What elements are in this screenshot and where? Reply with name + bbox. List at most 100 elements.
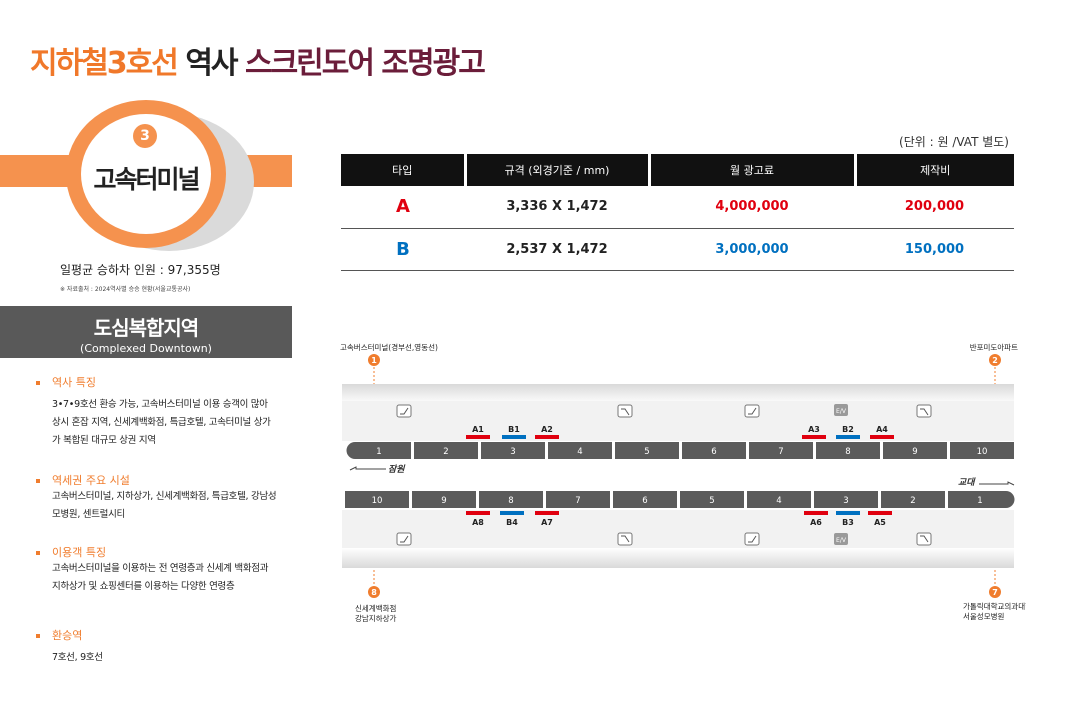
elevator-icon: E/V [834,404,848,416]
door-1 [948,491,1015,508]
title-station-word: 역사 [176,46,245,81]
exit-2-label: 반포미도아파트 [970,342,1018,352]
door-7 [546,491,610,508]
svg-text:1: 1 [371,356,377,365]
svg-text:7: 7 [992,588,998,597]
svg-text:B4: B4 [506,518,518,527]
svg-text:7: 7 [778,447,783,457]
lower-platform [342,510,1014,548]
price-table: 타입 규격 (외경기준 / mm) 월 광고료 제작비 A 3,336 X 1,… [341,154,1014,271]
svg-text:A7: A7 [541,518,553,527]
ad-B4: B4 [500,511,524,527]
daily-riders: 일평균 승하차 인원 : 97,355명 [60,263,221,277]
svg-text:4: 4 [776,496,781,506]
exit-1-marker: 1 [368,354,380,384]
svg-text:6: 6 [711,447,716,457]
exit-1-label: 고속버스터미널(경부선,영동선) [340,342,438,352]
svg-text:1: 1 [977,496,982,506]
svg-text:5: 5 [709,496,714,506]
ad-A3: A3 [802,425,826,439]
line-number-badge: 3 [133,124,157,148]
row-type: B [341,228,465,271]
title-product: 스크린도어 조명광고 [244,46,486,81]
door-9 [412,491,476,508]
svg-text:3: 3 [510,447,515,457]
header-type: 타입 [341,154,465,186]
upper-train: 1 2 3 4 5 6 7 8 9 10 [346,442,1014,459]
section-body-facilities: 고속버스터미널, 지하상가, 신세계백화점, 특급호텔, 강남성모병원, 센트럴… [52,491,277,520]
svg-text:9: 9 [441,496,446,506]
bullet-icon [36,381,40,385]
door-3 [814,491,878,508]
ad-B2: B2 [836,425,860,439]
door-9 [883,442,947,459]
bullet-icon [36,479,40,483]
exit-2-marker: 2 [989,354,1001,384]
svg-text:A2: A2 [541,425,553,434]
table-row: A 3,336 X 1,472 4,000,000 200,000 [341,186,1014,229]
row-size: 2,537 X 1,472 [465,228,649,271]
door-5 [680,491,744,508]
row-type: A [341,186,465,229]
row-monthly-fee: 4,000,000 [649,186,855,229]
svg-text:E/V: E/V [836,408,847,415]
price-table-header: 타입 규격 (외경기준 / mm) 월 광고료 제작비 [341,154,1014,186]
svg-text:2: 2 [443,447,448,457]
top-wall [342,384,1014,404]
bullet-icon [36,551,40,555]
direction-left: 잠원 [349,464,406,475]
svg-text:B1: B1 [508,425,520,434]
section-body-users: 고속버스터미널을 이용하는 전 연령층과 신세계 백화점과 지하상가 및 쇼핑센… [52,563,269,592]
lower-train: 10 9 8 7 6 5 4 3 2 1 [345,491,1015,508]
ad-A1: A1 [466,425,490,439]
bottom-wall [342,548,1014,568]
ad-B3: B3 [836,511,860,527]
door-5 [615,442,679,459]
header-monthly-fee: 월 광고료 [647,154,855,186]
exit-8-marker: 8 [368,570,380,598]
exit-7-label-line2: 서울성모병원 [963,612,1004,621]
section-heading-facilities: 역세권 주요 시설 [36,472,130,488]
zone-title-en: (Complexed Downtown) [80,342,212,355]
section-heading-station-features: 역사 특징 [36,374,96,390]
door-3 [481,442,545,459]
station-name: 고속터미널 [93,165,200,194]
ad-B1: B1 [502,425,526,439]
escalator-icon [617,404,633,418]
svg-text:A4: A4 [876,425,888,434]
door-1 [346,442,411,459]
svg-text:A3: A3 [808,425,820,434]
svg-text:7: 7 [575,496,580,506]
section-body-station-features: 3•7•9호선 환승 가능, 고속버스터미널 이용 승객이 많아 상시 혼잡 지… [52,399,271,446]
row-size: 3,336 X 1,472 [465,186,649,229]
ad-A4: A4 [870,425,894,439]
svg-text:10: 10 [372,496,383,506]
svg-text:A1: A1 [472,425,484,434]
platform-diagram: 고속버스터미널(경부선,영동선) 반포미도아파트 1 2 E/V A1 B1 A… [340,342,1026,623]
door-10 [345,491,409,508]
ad-A7: A7 [535,511,559,527]
svg-text:2: 2 [992,356,998,365]
svg-text:A6: A6 [810,518,822,527]
svg-text:6: 6 [642,496,647,506]
elevator-icon: E/V [834,533,848,545]
door-6 [613,491,677,508]
escalator-icon [916,532,932,546]
svg-text:교대: 교대 [958,477,976,488]
exit-7-marker: 7 [989,570,1001,598]
svg-text:8: 8 [371,588,377,597]
escalator-icon [396,404,412,418]
door-7 [749,442,813,459]
upper-platform [342,401,1014,441]
escalator-icon [617,532,633,546]
ad-A2: A2 [535,425,559,439]
page-title: 지하철3호선 역사 스크린도어 조명광고 [30,38,486,82]
door-2 [414,442,478,459]
svg-text:8: 8 [508,496,513,506]
svg-text:2: 2 [910,496,915,506]
source-note: ※ 자료출처 : 2024역사별 승승 현황(서울교통공사) [60,286,191,293]
row-production: 200,000 [855,186,1014,229]
section-heading-transfer: 환승역 [36,627,82,643]
svg-text:10: 10 [977,447,988,457]
table-row: B 2,537 X 1,472 3,000,000 150,000 [341,228,1014,271]
